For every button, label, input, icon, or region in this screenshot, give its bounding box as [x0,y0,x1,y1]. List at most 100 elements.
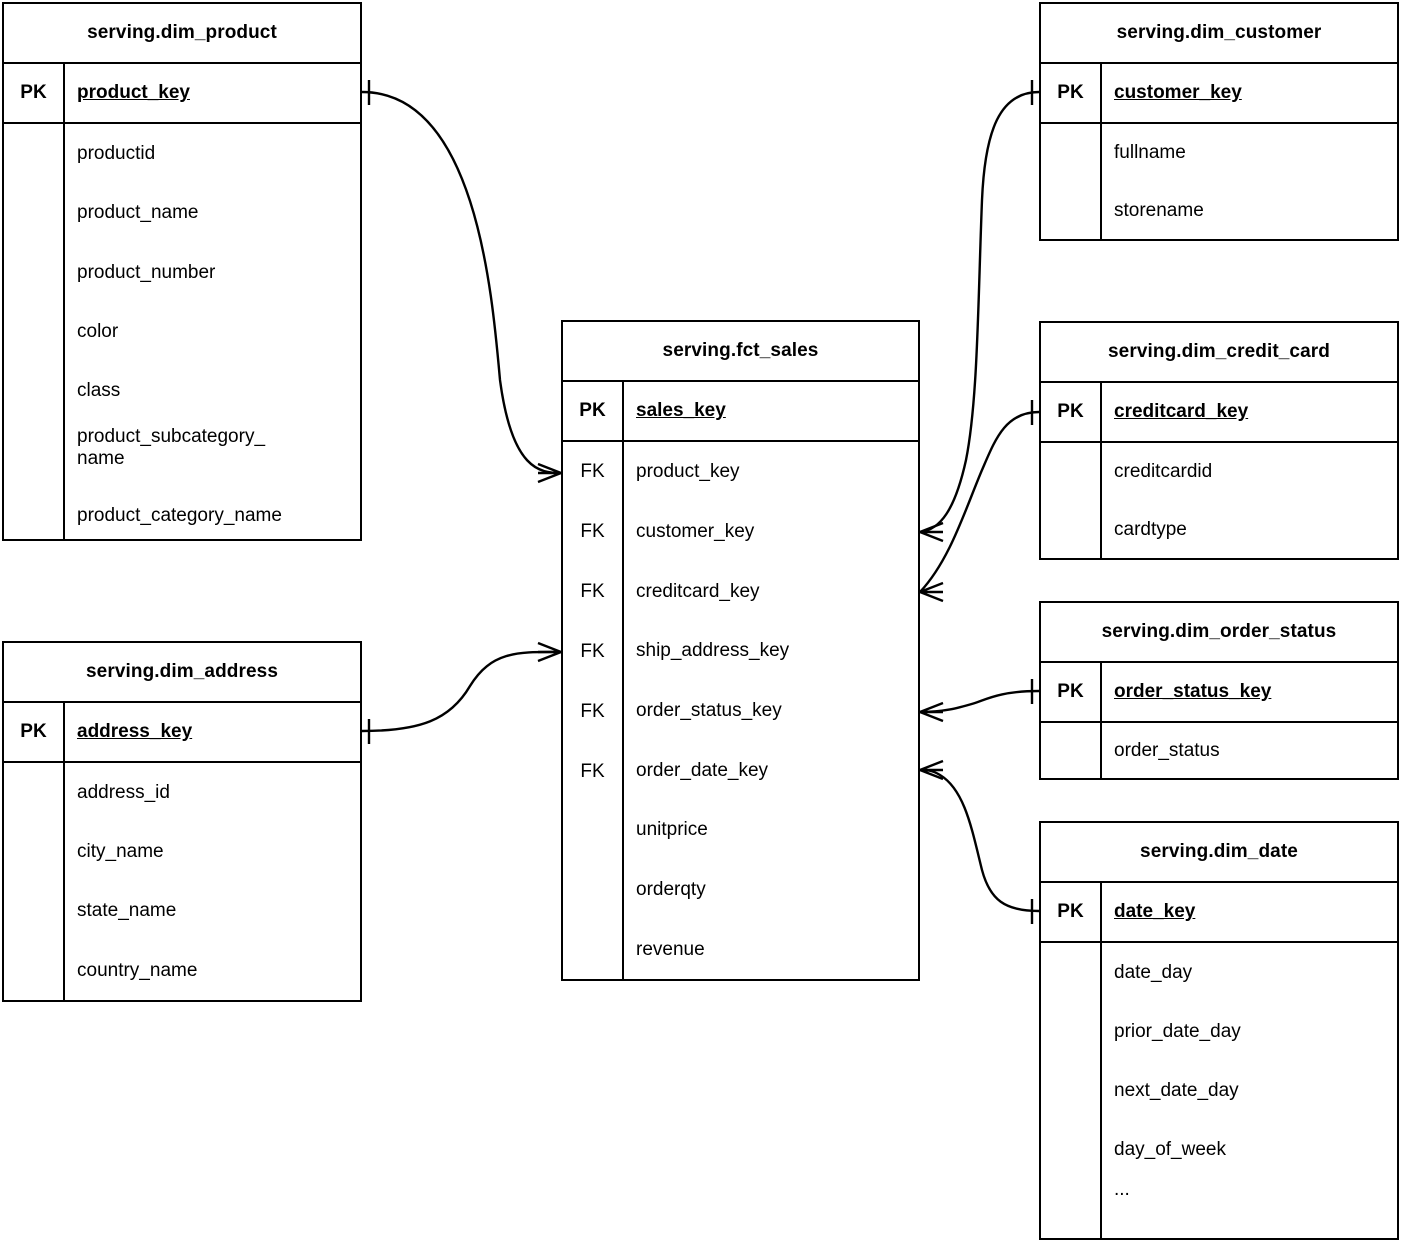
pk-field-text: product_key [77,82,190,104]
relationship-product-line [361,80,562,484]
attribute-list: creditcardid cardtype [1102,443,1397,558]
pk-row[interactable]: PK address_key [4,703,360,763]
list-item[interactable]: ... [1114,1179,1130,1200]
list-item[interactable]: product_number [77,261,216,283]
entity-dim-customer[interactable]: serving.dim_customer PK customer_key ful… [1039,2,1399,241]
pk-badge: PK [4,64,65,122]
list-item[interactable]: orderqty [636,878,706,900]
key-gutter [1041,943,1102,1238]
pk-badge: PK [4,703,65,761]
attribute-list: productid product_name product_number co… [65,124,360,539]
pk-field-name: date_key [1102,883,1397,941]
fk-badge: FK [580,521,605,542]
pk-badge: PK [1041,663,1102,721]
list-item[interactable]: unitprice [636,819,708,841]
attribute-list: fullname storename [1102,124,1397,239]
key-gutter: FK FK FK FK FK FK [563,442,624,979]
key-gutter [1041,723,1102,778]
entity-title: serving.dim_date [1041,823,1397,883]
list-item[interactable]: creditcardid [1114,461,1213,483]
entity-dim-date[interactable]: serving.dim_date PK date_key date_day pr… [1039,821,1399,1240]
entity-title: serving.dim_product [4,4,360,64]
entity-fct-sales[interactable]: serving.fct_sales PK sales_key FK FK FK … [561,320,920,981]
list-item[interactable]: next_date_day [1114,1079,1239,1101]
list-item[interactable]: address_id [77,781,170,803]
list-item[interactable]: order_status_key [636,699,782,721]
list-item[interactable]: product_category_name [77,504,282,526]
pk-row[interactable]: PK sales_key [563,382,918,442]
relationship-creditcard-line [919,400,1040,603]
list-item[interactable]: city_name [77,841,164,863]
pk-row[interactable]: PK creditcard_key [1041,383,1397,443]
pk-row[interactable]: PK product_key [4,64,360,124]
list-item[interactable]: ship_address_key [636,640,790,662]
list-item[interactable]: product_key [636,461,740,483]
field-list: product_key customer_key creditcard_key … [624,442,918,979]
pk-row[interactable]: PK order_status_key [1041,663,1397,723]
list-item[interactable]: customer_key [636,520,755,542]
fk-badge: FK [580,761,605,782]
list-item[interactable]: product_name [77,202,199,224]
pk-field-text: customer_key [1114,82,1242,104]
key-gutter [1041,443,1102,558]
fk-badge: FK [580,461,605,482]
pk-badge: PK [1041,383,1102,441]
entity-title: serving.dim_order_status [1041,603,1397,663]
pk-field-name: creditcard_key [1102,383,1397,441]
foreign-key-block: FK FK FK FK FK FK product_key customer_k… [563,442,918,979]
list-item[interactable]: state_name [77,900,177,922]
list-item[interactable]: color [77,320,119,342]
fk-badge: FK [580,641,605,662]
pk-row[interactable]: PK date_key [1041,883,1397,943]
pk-badge: PK [563,382,624,440]
list-item[interactable]: order_status [1114,739,1220,761]
attribute-block: date_day prior_date_day next_date_day da… [1041,943,1397,1238]
attribute-list: address_id city_name state_name country_… [65,763,360,1000]
attribute-block: address_id city_name state_name country_… [4,763,360,1000]
entity-title: serving.dim_credit_card [1041,323,1397,383]
relationship-date-line [919,759,1040,924]
list-item[interactable]: creditcard_key [636,580,760,602]
entity-title: serving.dim_customer [1041,4,1397,64]
pk-field-text: sales_key [636,400,726,422]
attribute-block: fullname storename [1041,124,1397,239]
relationship-address-line [361,641,562,744]
fk-badge: FK [580,581,605,602]
pk-field-name: sales_key [624,382,918,440]
list-item[interactable]: storename [1114,199,1204,221]
pk-field-text: creditcard_key [1114,401,1249,423]
pk-field-text: date_key [1114,901,1196,923]
entity-dim-product[interactable]: serving.dim_product PK product_key produ… [2,2,362,541]
relationship-customer-line [919,80,1040,543]
list-item[interactable]: fullname [1114,142,1186,164]
list-item[interactable]: day_of_week [1114,1138,1226,1160]
entity-dim-order-status[interactable]: serving.dim_order_status PK order_status… [1039,601,1399,780]
entity-title: serving.fct_sales [563,322,918,382]
attribute-block: productid product_name product_number co… [4,124,360,539]
list-item[interactable]: cardtype [1114,518,1187,540]
key-gutter [4,763,65,1000]
list-item[interactable]: revenue [636,938,705,960]
attribute-list: order_status [1102,723,1397,778]
entity-dim-address[interactable]: serving.dim_address PK address_key addre… [2,641,362,1002]
list-item[interactable]: product_subcategory_ name [77,426,266,469]
list-item[interactable]: prior_date_day [1114,1020,1241,1042]
pk-row[interactable]: PK customer_key [1041,64,1397,124]
attribute-block: order_status [1041,723,1397,778]
attribute-block: creditcardid cardtype [1041,443,1397,558]
pk-badge: PK [1041,883,1102,941]
relationship-order-status-line [919,679,1040,723]
fk-badge: FK [580,701,605,722]
pk-badge: PK [1041,64,1102,122]
list-item[interactable]: order_date_key [636,759,769,781]
pk-field-name: order_status_key [1102,663,1397,721]
entity-dim-credit-card[interactable]: serving.dim_credit_card PK creditcard_ke… [1039,321,1399,560]
key-gutter [1041,124,1102,239]
entity-title: serving.dim_address [4,643,360,703]
list-item[interactable]: productid [77,143,156,164]
list-item[interactable]: date_day [1114,961,1193,983]
pk-field-text: address_key [77,721,193,743]
list-item[interactable]: class [77,380,121,402]
list-item[interactable]: country_name [77,959,198,981]
pk-field-name: address_key [65,703,360,761]
